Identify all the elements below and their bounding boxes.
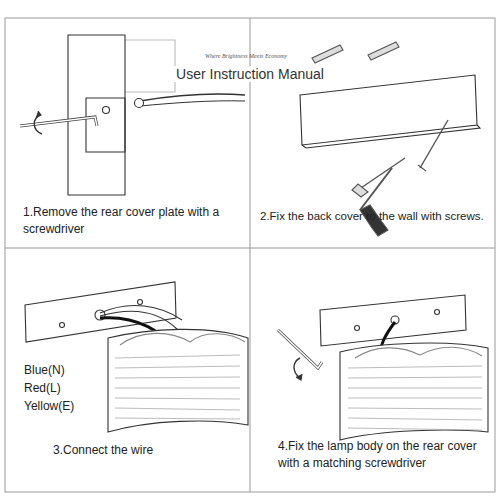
wire-label: Red(L) xyxy=(24,380,61,397)
step-caption: 2.Fix the back cover to the wall with sc… xyxy=(260,208,492,225)
wire-label: Yellow(E) xyxy=(24,398,74,415)
step-caption: 4.Fix the lamp body on the rear cover wi… xyxy=(278,438,490,473)
brand-slogan: Where Brightness Meets Economy xyxy=(205,52,287,61)
step-caption: 1.Remove the rear cover plate with a scr… xyxy=(23,204,238,239)
manual-title: User Instruction Manual xyxy=(170,64,330,84)
step-caption: 3.Connect the wire xyxy=(53,442,243,459)
instruction-panel: 4.Fix the lamp body on the rear cover wi… xyxy=(250,248,495,492)
wire-label: Blue(N) xyxy=(24,362,65,379)
instruction-panel: 1.Remove the rear cover plate with a scr… xyxy=(5,18,250,248)
instruction-panel: 2.Fix the back cover to the wall with sc… xyxy=(250,18,495,248)
manual-title-patch: User Instruction Manual xyxy=(174,66,326,82)
